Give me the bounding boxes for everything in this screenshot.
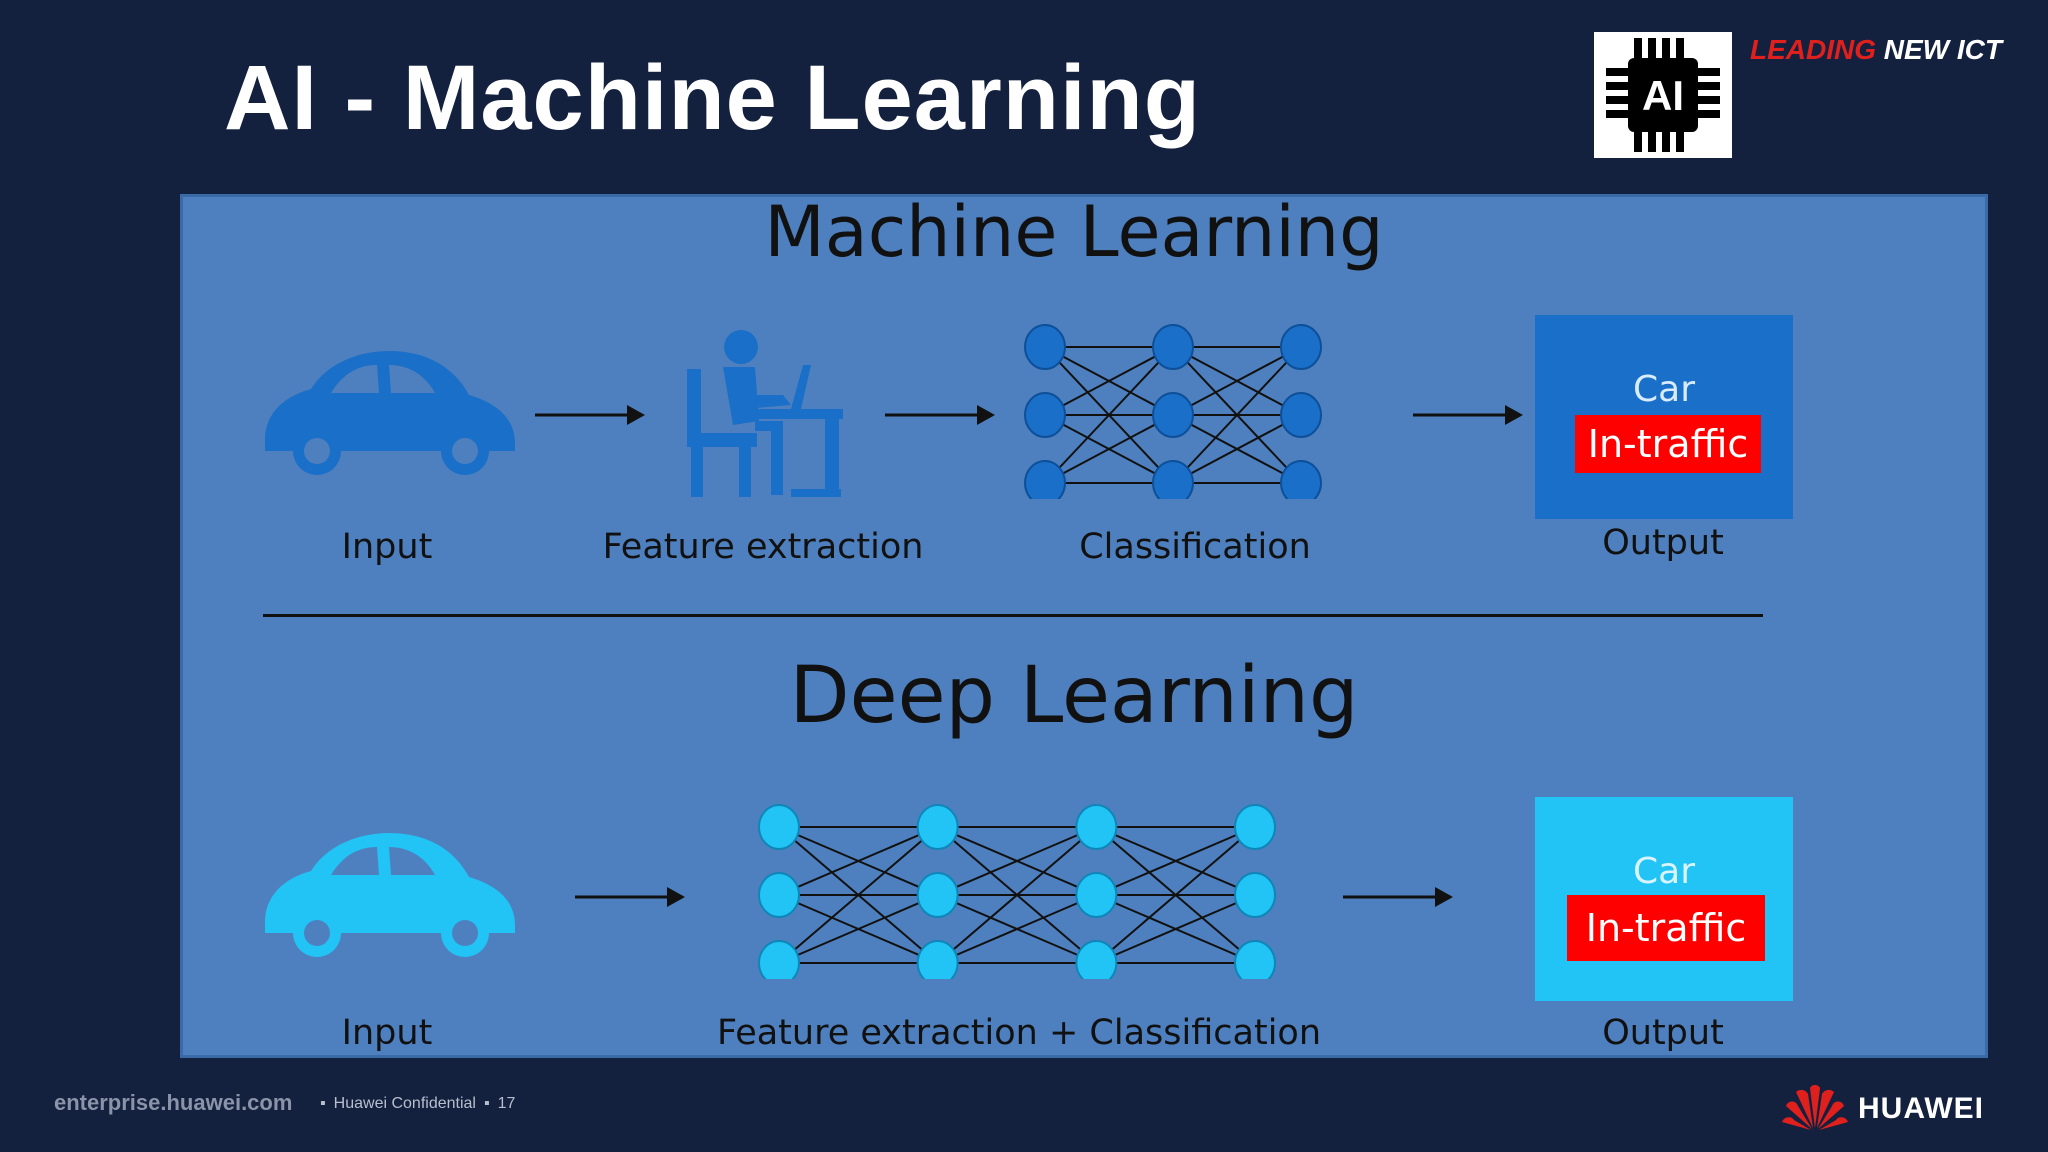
dl-label-input: Input: [341, 1013, 433, 1053]
dl-car-icon: [265, 833, 515, 957]
dl-network-connection: [937, 826, 1097, 896]
dl-label-feature-classification: Feature extraction + Classification: [716, 1013, 1322, 1053]
dl-network-connection: [937, 894, 1097, 964]
dl-output-box: Car In-traffic: [1535, 797, 1793, 1001]
tagline: LEADING NEW ICT: [1750, 34, 2002, 66]
ml-arrow-1: [535, 405, 645, 425]
dl-network-connection: [778, 826, 939, 964]
ml-car-icon: [265, 351, 515, 475]
ml-output-box: Car In-traffic: [1535, 315, 1793, 519]
ml-output-car: Car: [1633, 369, 1695, 410]
dl-network-node: [916, 940, 959, 979]
ml-network-node: [1280, 324, 1322, 370]
ml-network-connection: [1044, 414, 1174, 484]
footer-page-number: 17: [497, 1095, 516, 1112]
ml-network-node: [1152, 392, 1194, 438]
ml-label-feature: Feature extraction: [602, 527, 924, 567]
ml-network-node: [1152, 460, 1194, 499]
ml-network-node: [1024, 324, 1066, 370]
dl-network-node: [1075, 940, 1118, 979]
ml-heading: Machine Learning: [764, 191, 1384, 273]
dl-heading: Deep Learning: [789, 651, 1359, 741]
dl-arrow-2: [1343, 887, 1453, 907]
ml-network-node: [1280, 392, 1322, 438]
dl-network-connection: [1095, 826, 1256, 896]
dl-network-connection: [1095, 894, 1256, 964]
ml-neural-network: [1024, 324, 1322, 499]
ml-label-output: Output: [1602, 523, 1724, 563]
ml-network-connection: [1044, 346, 1174, 484]
chip-label: AI: [1642, 72, 1684, 119]
dl-network-connection: [778, 894, 939, 964]
ml-network-connection: [1172, 346, 1302, 484]
ml-label-input: Input: [341, 527, 433, 567]
diagram-panel: Machine Learning: [180, 191, 1988, 1058]
ml-network-connection: [1044, 346, 1174, 416]
ml-label-classification: Classification: [1079, 527, 1311, 567]
huawei-brand: HUAWEI: [1858, 1092, 1984, 1125]
dl-label-output: Output: [1602, 1013, 1724, 1053]
slide-title: AI - Machine Learning: [224, 47, 1201, 149]
ml-arrow-2: [885, 405, 995, 425]
dl-network-connection: [937, 826, 1097, 964]
ml-network-node: [1152, 324, 1194, 370]
dl-network-node: [758, 804, 800, 850]
dl-neural-network: [758, 804, 1276, 979]
person-at-desk-icon: [687, 330, 843, 497]
dl-network-connection: [1095, 826, 1256, 964]
dl-network-node: [1234, 940, 1276, 979]
footer-confidential: ▪Huawei Confidential▪17: [320, 1095, 516, 1112]
ml-network-node: [1024, 392, 1066, 438]
ai-chip-icon: AI: [1594, 32, 1732, 158]
tagline-leading: LEADING: [1750, 34, 1876, 65]
dl-network-node: [758, 872, 800, 918]
ml-arrow-3: [1413, 405, 1523, 425]
dl-arrow-1: [575, 887, 685, 907]
dl-network-node: [1234, 872, 1276, 918]
dl-network-node: [758, 940, 800, 979]
huawei-logo-icon: [1782, 1085, 1848, 1130]
dl-output-car: Car: [1633, 851, 1695, 892]
dl-output-badge: In-traffic: [1567, 895, 1765, 961]
ml-network-connection: [1172, 346, 1302, 416]
dl-network-node: [1234, 804, 1276, 850]
dl-network-connection: [778, 826, 939, 896]
dl-network-node: [916, 804, 959, 850]
ml-network-connection: [1172, 414, 1302, 484]
ml-output-badge: In-traffic: [1575, 415, 1761, 473]
dl-network-node: [916, 872, 959, 918]
tagline-new-ict: NEW ICT: [1883, 34, 2002, 65]
ml-network-node: [1280, 460, 1322, 499]
dl-network-node: [1075, 872, 1118, 918]
ml-network-node: [1024, 460, 1066, 499]
footer-confidential-text: Huawei Confidential: [333, 1095, 476, 1112]
footer-site: enterprise.huawei.com: [54, 1090, 293, 1115]
dl-network-node: [1075, 804, 1118, 850]
section-divider: [263, 614, 1763, 617]
